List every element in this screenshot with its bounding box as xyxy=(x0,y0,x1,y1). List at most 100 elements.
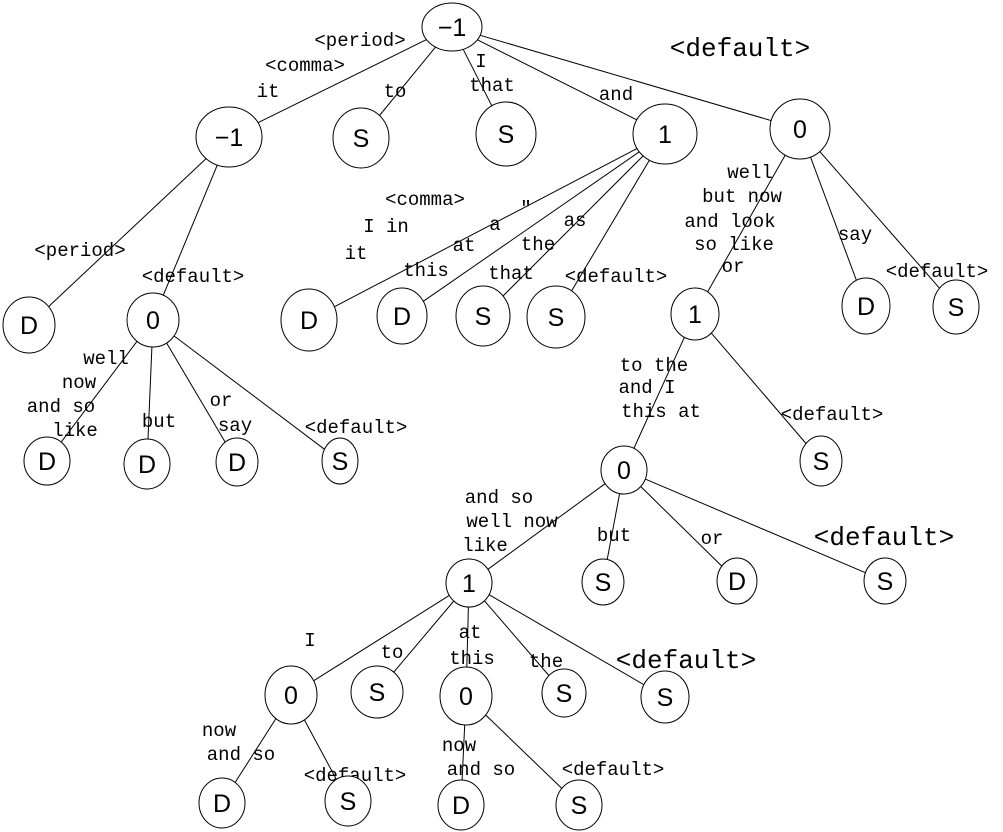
tree-edge xyxy=(461,724,466,781)
tree-node-shape xyxy=(215,437,259,487)
tree-edge xyxy=(819,151,940,289)
tree-node-shape xyxy=(439,666,493,726)
tree-node: S xyxy=(332,107,390,169)
tree-edge xyxy=(257,39,427,124)
edge-label: <default> xyxy=(142,266,245,288)
tree-node-shape xyxy=(863,557,907,605)
tree-node-shape xyxy=(841,277,891,335)
tree-edge xyxy=(48,158,207,307)
tree-node: 1 xyxy=(670,287,720,341)
tree-node: S xyxy=(526,285,586,349)
tree-edge xyxy=(571,159,650,292)
tree-node-shape xyxy=(445,558,493,608)
tree-node-shape xyxy=(264,665,318,725)
tree-node: 0 xyxy=(264,665,318,725)
tree-node: D xyxy=(841,277,891,335)
edge-label: say xyxy=(218,415,252,437)
tree-node: D xyxy=(437,779,485,831)
tree-node-label: D xyxy=(452,792,470,820)
edge-label: this xyxy=(403,260,449,282)
edge-label: this at xyxy=(621,401,701,423)
edge-label: <period> xyxy=(34,240,125,262)
tree-edge xyxy=(477,39,638,121)
tree-node-label: D xyxy=(213,790,231,818)
tree-node-label: S xyxy=(595,569,612,597)
edge-label: <default> xyxy=(781,404,884,426)
edge-label: <default> xyxy=(886,261,989,283)
tree-node-label: S xyxy=(571,792,588,820)
tree-node-label: 0 xyxy=(284,682,298,710)
edge-label: it xyxy=(345,243,368,265)
tree-edge xyxy=(502,155,644,297)
edge-label: <default> xyxy=(814,523,954,553)
tree-edge xyxy=(810,156,857,281)
tree-edge xyxy=(633,337,685,449)
tree-node-label: D xyxy=(20,312,38,340)
tree-node-shape xyxy=(600,445,648,495)
tree-node-label: 0 xyxy=(617,457,631,485)
edge-label: that xyxy=(488,263,534,285)
edge-label: a xyxy=(489,214,500,236)
tree-node-label: D xyxy=(393,303,411,331)
edge-label: now xyxy=(202,720,237,742)
tree-node-shape xyxy=(123,438,171,490)
tree-node: D xyxy=(716,557,758,605)
tree-node-label: S xyxy=(548,304,565,332)
edge-label: well xyxy=(83,348,129,370)
tree-edge xyxy=(488,594,645,686)
edge-label: " xyxy=(520,198,531,220)
edge-label: like xyxy=(52,420,98,442)
tree-node: 0 xyxy=(126,292,180,348)
tree-edge xyxy=(166,342,226,443)
tree-node-shape xyxy=(640,670,690,724)
tree-node-shape xyxy=(670,287,720,341)
edge-label: and so xyxy=(447,759,515,781)
tree-node: S xyxy=(324,775,372,827)
edge-label: or xyxy=(722,256,745,278)
tree-node-label: D xyxy=(728,568,746,596)
tree-edge xyxy=(606,493,621,560)
tree-node: D xyxy=(2,296,56,354)
tree-node-label: 1 xyxy=(462,570,476,598)
edge-label: well now xyxy=(466,511,558,533)
tree-edge xyxy=(147,346,153,440)
tree-node: −1 xyxy=(421,2,483,52)
tree-node: 0 xyxy=(439,666,493,726)
tree-node-shape xyxy=(195,106,263,168)
tree-node-shape xyxy=(437,779,485,831)
tree-node: 1 xyxy=(632,103,698,165)
tree-node: −1 xyxy=(195,106,263,168)
tree-node-label: S xyxy=(657,684,674,712)
tree-node-label: −1 xyxy=(438,14,467,42)
tree-node: S xyxy=(455,285,511,347)
edge-label: I xyxy=(304,630,315,652)
edge-label: at xyxy=(453,235,476,257)
tree-edge xyxy=(173,335,325,450)
edge-layer xyxy=(48,34,940,789)
edge-label: I xyxy=(475,51,486,73)
tree-edge xyxy=(645,478,866,574)
edge-label: now xyxy=(62,372,97,394)
edge-label: and so xyxy=(465,487,533,509)
tree-node-shape xyxy=(376,287,428,345)
tree-edge xyxy=(480,34,772,122)
tree-edge xyxy=(379,46,436,116)
tree-node-shape xyxy=(421,2,483,52)
tree-edge xyxy=(466,606,469,668)
edge-label: <default> xyxy=(304,765,407,787)
tree-node-label: D xyxy=(138,451,156,479)
tree-node: S xyxy=(321,437,359,485)
tree-node: S xyxy=(863,557,907,605)
edge-label: to the xyxy=(620,355,688,377)
edge-label: <period> xyxy=(314,30,405,52)
edge-label: <comma> xyxy=(265,55,345,77)
tree-edge xyxy=(710,332,807,444)
edge-label: and so xyxy=(207,744,275,766)
tree-node-label: S xyxy=(498,121,515,149)
tree-node-shape xyxy=(581,558,625,606)
tree-node-label: S xyxy=(332,448,349,476)
tree-node-label: S xyxy=(813,448,830,476)
tree-node-label: D xyxy=(228,449,246,477)
